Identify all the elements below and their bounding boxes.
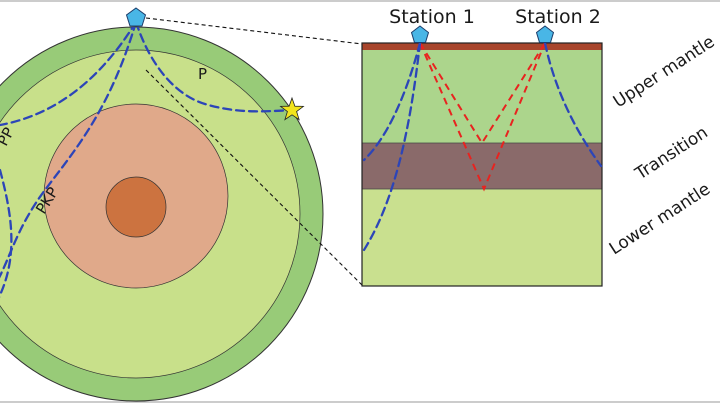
ray-pp-upper [0, 27, 138, 127]
section-ray-paths [362, 41, 603, 252]
ray-reflect-lower [419, 42, 546, 192]
source-star-icon [279, 96, 305, 121]
phase-label-p: P [198, 65, 207, 83]
layer-label-transition: Transition [631, 123, 712, 185]
lower-mantle-layer [362, 189, 602, 286]
ray-station2 [543, 41, 603, 168]
earth-cross-section [0, 26, 324, 402]
ray-pp-lower [0, 168, 13, 307]
ray-p [134, 27, 294, 113]
earth-station-pentagon-icon [125, 7, 147, 27]
station-2-label: Station 2 [515, 6, 601, 28]
station-1-label: Station 1 [389, 6, 475, 28]
ray-reflect-upper [419, 42, 546, 145]
zoom-projection-lines [145, 17, 363, 286]
ray-station1-short [362, 41, 422, 162]
layer-label-upper-mantle: Upper mantle [610, 32, 719, 112]
ray-station1-long [362, 41, 422, 252]
station-2-pentagon-icon [535, 25, 555, 43]
upper-mantle-layer [362, 50, 602, 143]
station-1-pentagon-icon [410, 25, 430, 43]
layer-label-lower-mantle: Lower mantle [606, 179, 714, 259]
earth-ray-paths [0, 27, 294, 307]
section-border [361, 42, 603, 287]
projection-line-top [145, 17, 363, 45]
reflected-ray-paths [419, 42, 546, 192]
inner-core [105, 176, 167, 238]
ray-pkp [0, 27, 138, 287]
crust-strip [362, 43, 602, 50]
projection-line-bottom [145, 69, 363, 286]
